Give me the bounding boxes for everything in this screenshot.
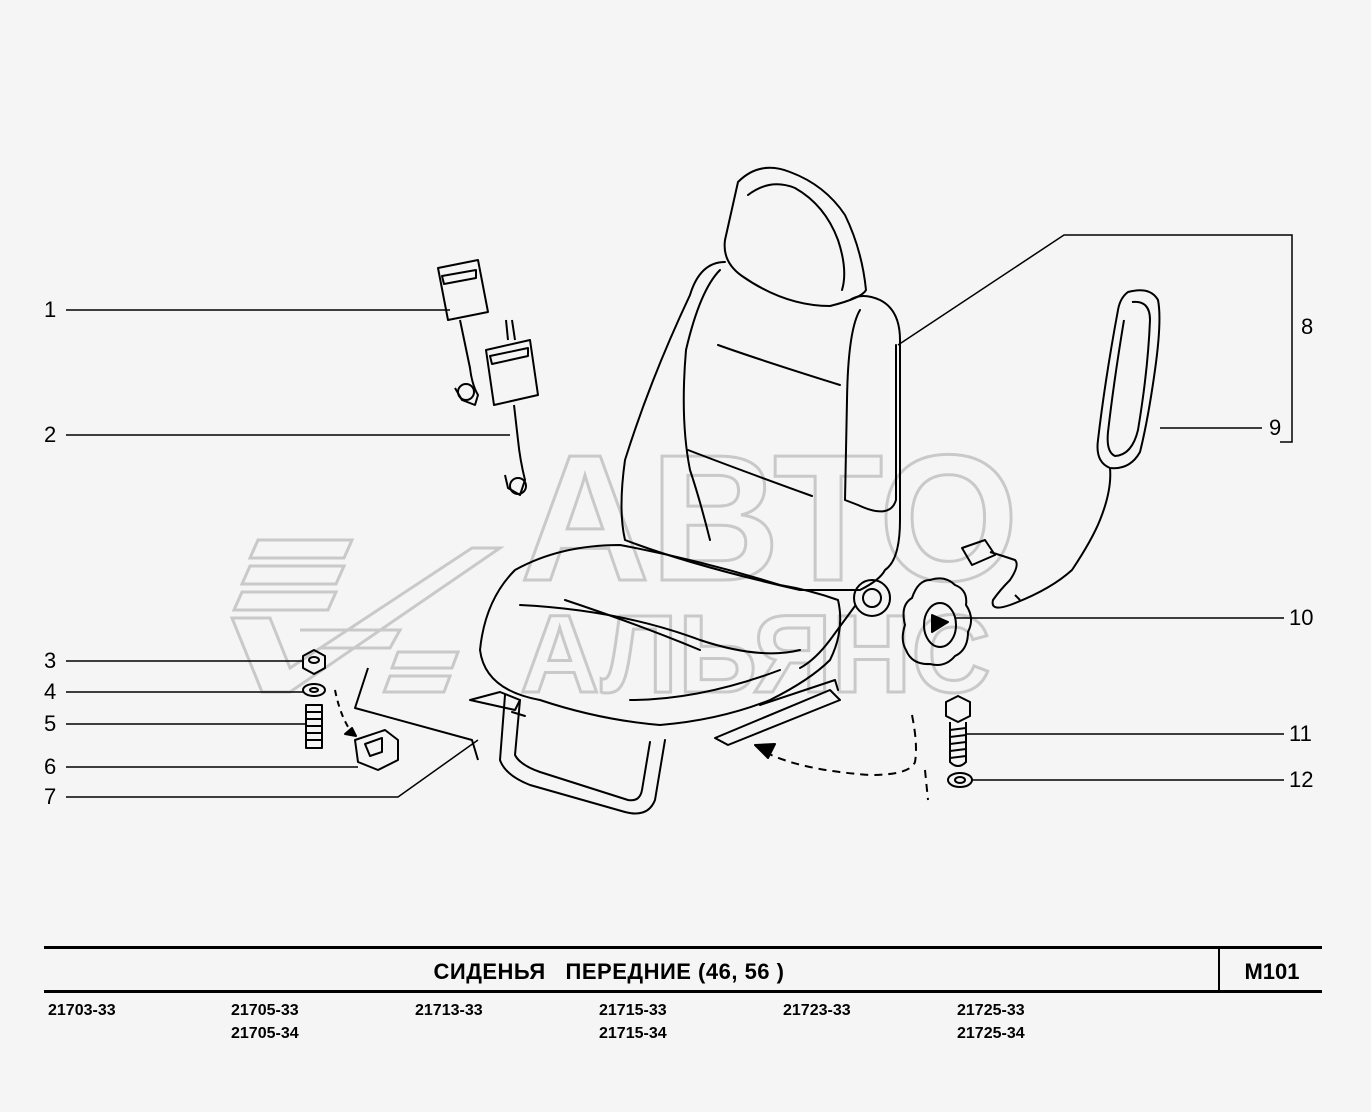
parts-diagram: АВТО АЛЬЯНС bbox=[66, 166, 1293, 815]
bracket bbox=[354, 729, 399, 771]
buckle-2 bbox=[485, 339, 539, 406]
nut bbox=[302, 649, 326, 675]
page-code: M101 bbox=[1244, 959, 1300, 984]
callout-10: 10 bbox=[1289, 605, 1314, 630]
airbag-connector bbox=[961, 539, 996, 566]
model-number: 21725-33 bbox=[957, 1002, 1025, 1019]
model-number: 21705-34 bbox=[231, 1025, 299, 1042]
callout-6: 6 bbox=[44, 754, 57, 779]
headrest bbox=[723, 166, 867, 307]
title-block: СИДЕНЬЯ ПЕРЕДНИЕ (46, 56 ) M101 bbox=[44, 946, 1322, 993]
model-number: 21705-33 bbox=[231, 1002, 299, 1019]
model-number: 21715-33 bbox=[599, 1002, 667, 1019]
airbag-wire bbox=[989, 467, 1112, 609]
model-number: 21703-33 bbox=[48, 1002, 116, 1019]
side-airbag bbox=[961, 289, 1161, 609]
washer bbox=[302, 683, 326, 697]
callout-9: 9 bbox=[1269, 415, 1282, 440]
watermark-line-1: АВТО bbox=[520, 418, 1019, 619]
callout-3: 3 bbox=[44, 648, 57, 673]
seat-assembly bbox=[469, 166, 901, 815]
bolt-washer bbox=[947, 772, 973, 788]
seat-cushion bbox=[479, 544, 842, 726]
model-number: 21713-33 bbox=[415, 1002, 483, 1019]
seat-frame bbox=[499, 694, 666, 815]
model-number: 21715-34 bbox=[599, 1025, 667, 1042]
rod bbox=[354, 667, 479, 761]
seat-rail bbox=[714, 689, 841, 746]
callout-1: 1 bbox=[44, 297, 57, 322]
seat-belt-buckles bbox=[437, 259, 539, 496]
model-number: 21723-33 bbox=[783, 1002, 851, 1019]
leader-lines bbox=[66, 234, 1293, 798]
recliner-knob bbox=[901, 577, 972, 666]
callout-5: 5 bbox=[44, 711, 57, 736]
buckle-1 bbox=[437, 259, 489, 321]
watermark-logo bbox=[229, 538, 505, 694]
title-divider bbox=[1218, 949, 1220, 990]
page-title: СИДЕНЬЯ ПЕРЕДНИЕ (46, 56 ) bbox=[433, 959, 785, 984]
hardware bbox=[302, 649, 479, 771]
callout-12: 12 bbox=[1289, 767, 1314, 792]
model-number: 21725-34 bbox=[957, 1025, 1025, 1042]
callout-7: 7 bbox=[44, 784, 57, 809]
callout-11: 11 bbox=[1289, 721, 1312, 746]
callout-8: 8 bbox=[1301, 314, 1314, 339]
callout-2: 2 bbox=[44, 422, 57, 447]
callout-4: 4 bbox=[44, 679, 57, 704]
seat-backrest bbox=[620, 261, 901, 591]
